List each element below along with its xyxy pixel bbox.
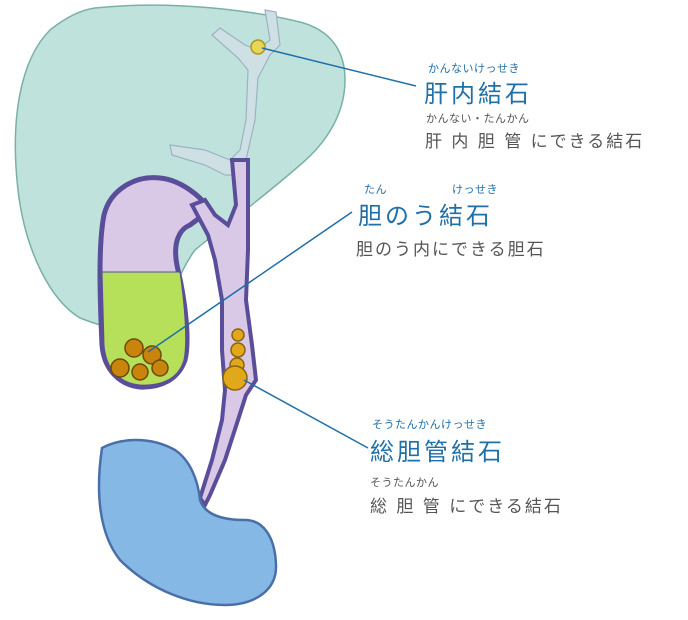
intrahepatic-desc-ruby: かんない・たんかん: [426, 110, 530, 126]
common-duct-desc-ruby: そうたんかん: [370, 474, 439, 490]
duodenum: [99, 440, 276, 605]
common-duct-title-ruby: そうたんかんけっせき: [372, 416, 487, 432]
gallbladder-title: 胆のう結石: [358, 196, 493, 231]
gallbladder-ruby-kesseki: けっせき: [452, 181, 498, 197]
leader-line-common-duct: [244, 380, 368, 448]
intrahepatic-desc: 肝 内 胆 管 にできる結石: [425, 127, 644, 152]
intrahepatic-title: 肝内結石: [424, 74, 532, 109]
intrahepatic-stone: [251, 40, 265, 54]
gallbladder-desc: 胆のう内にできる胆石: [356, 235, 546, 260]
common-duct-desc: 総 胆 管 にできる結石: [370, 492, 563, 517]
gallbladder-ruby-tan: たん: [364, 181, 387, 197]
common-duct-title: 総胆管結石: [370, 432, 505, 467]
